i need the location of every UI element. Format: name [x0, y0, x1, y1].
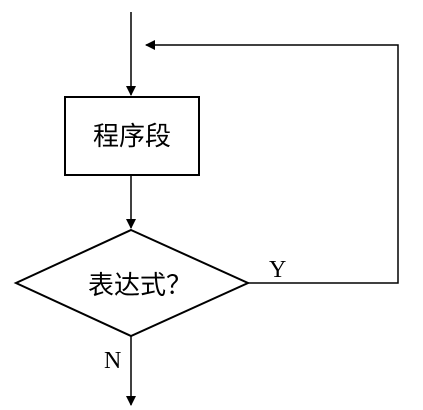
process-label: 程序段 [93, 122, 171, 152]
no-label: N [104, 348, 121, 374]
decision-label: 表达式？ [88, 271, 192, 301]
yes-label: Y [269, 257, 286, 283]
yes-loop-back-arrow [145, 40, 399, 284]
process-box [64, 96, 200, 176]
